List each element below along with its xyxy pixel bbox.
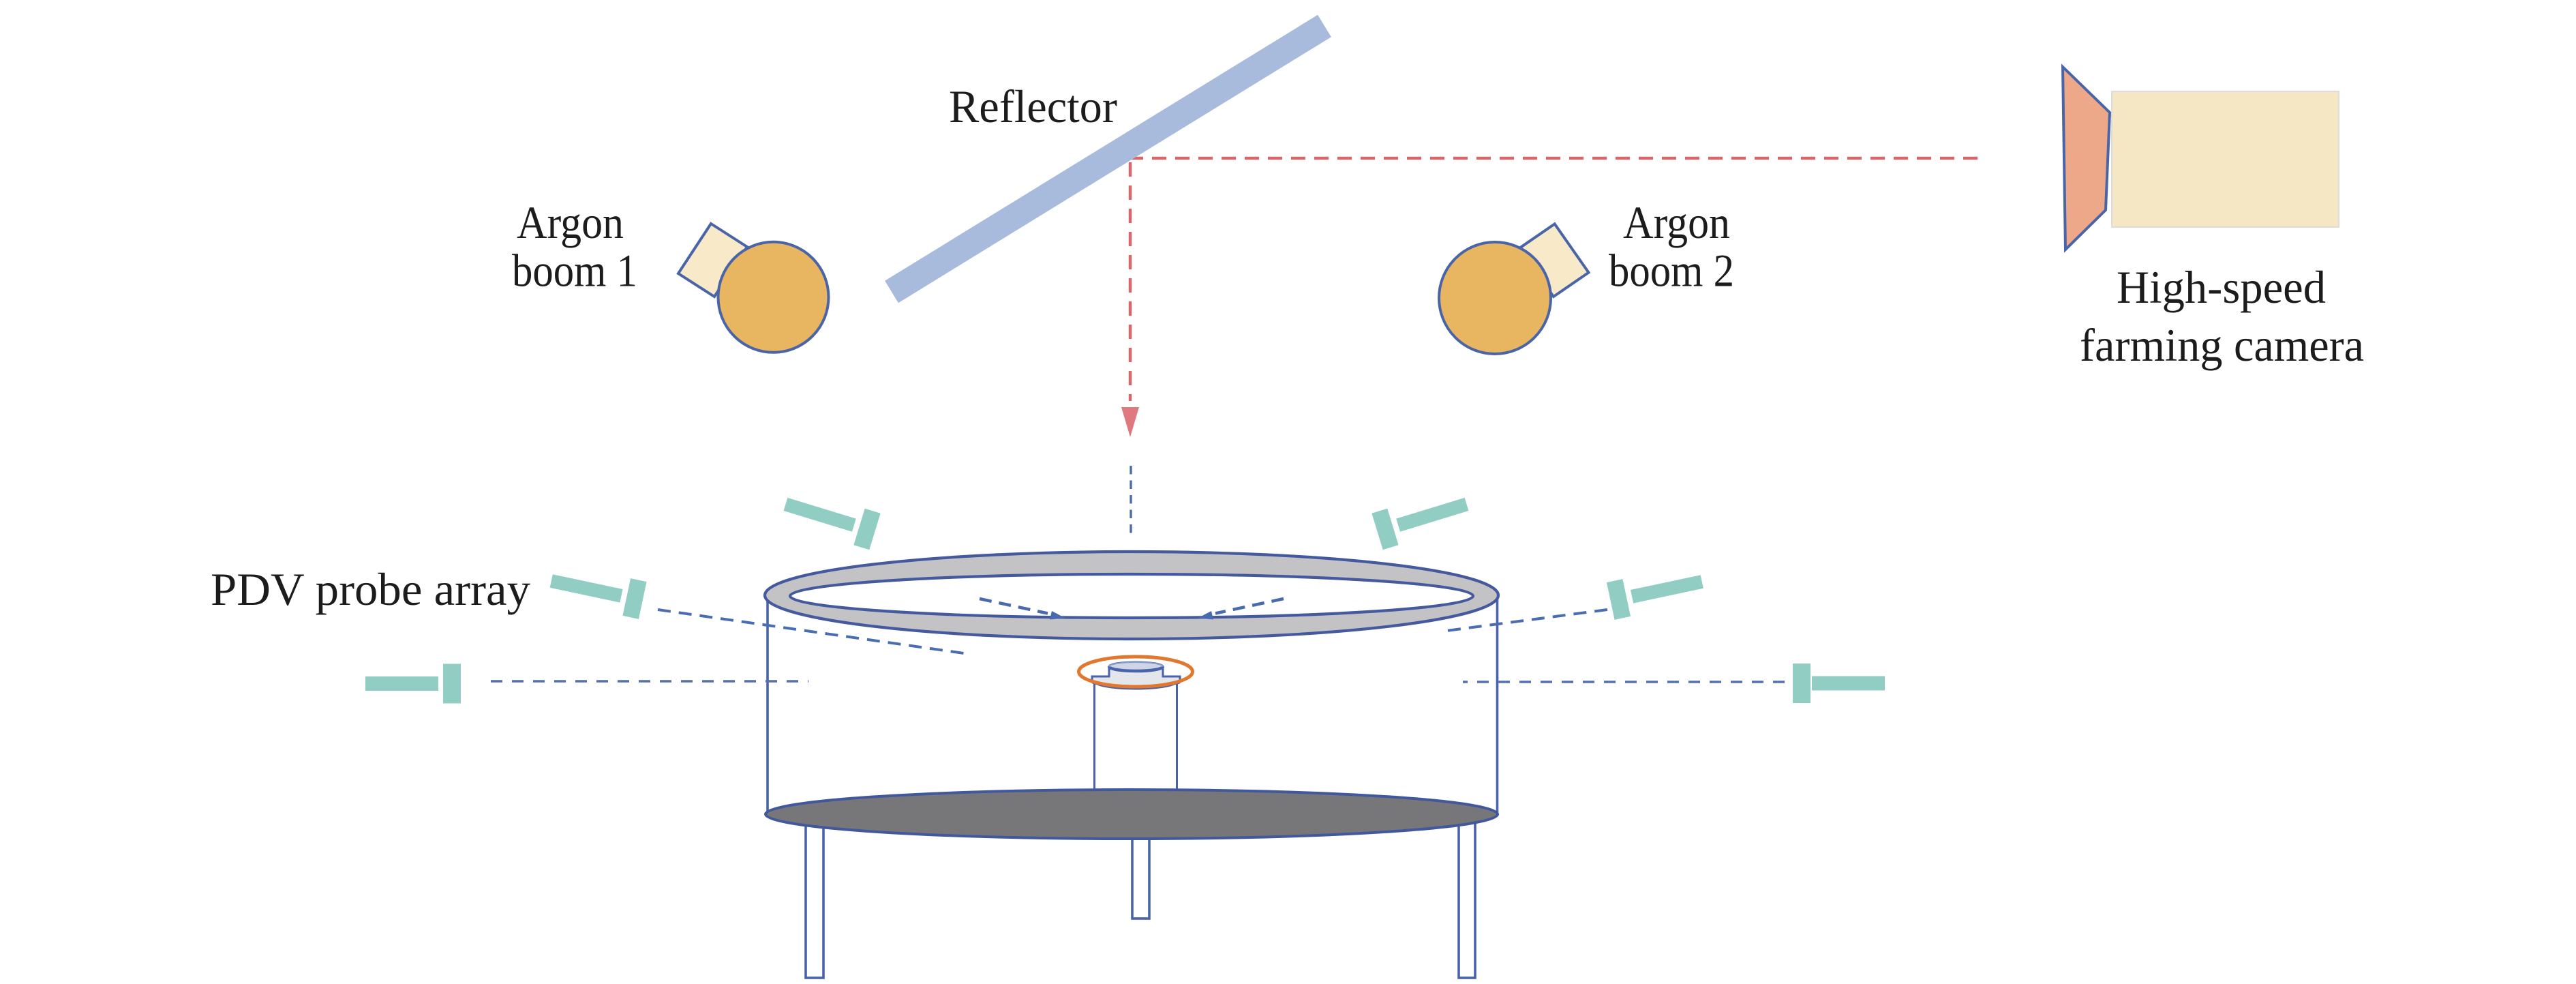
svg-text:PDV probe array: PDV probe array xyxy=(211,563,530,615)
svg-text:Argon: Argon xyxy=(517,196,624,248)
svg-text:boom 1: boom 1 xyxy=(512,245,637,297)
svg-text:boom 2: boom 2 xyxy=(1609,245,1734,297)
svg-text:High-speed: High-speed xyxy=(2117,261,2326,313)
svg-text:Argon: Argon xyxy=(1623,196,1730,248)
svg-text:Reflector: Reflector xyxy=(949,80,1117,132)
svg-text:farming camera: farming camera xyxy=(2080,319,2364,371)
